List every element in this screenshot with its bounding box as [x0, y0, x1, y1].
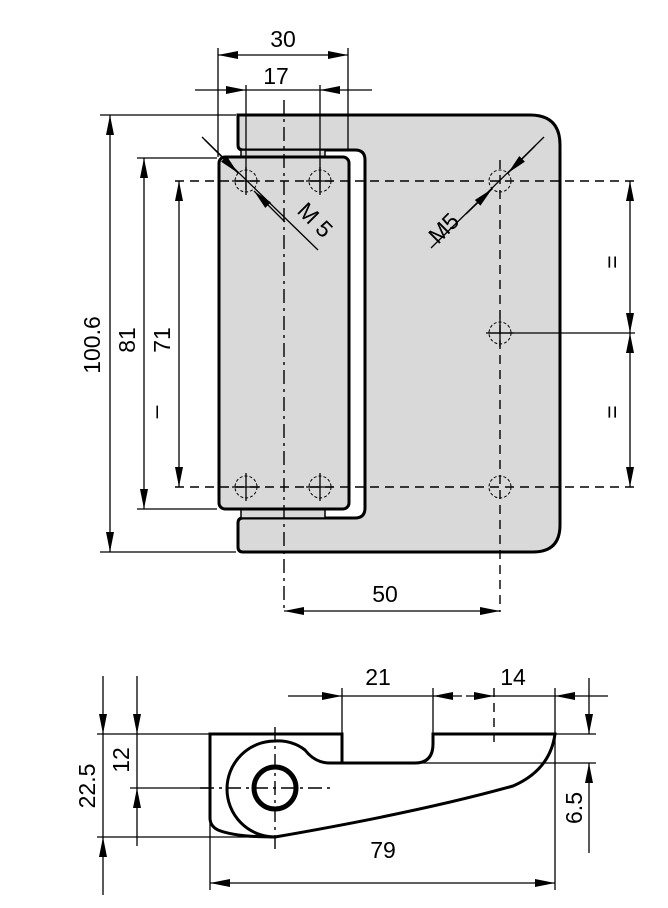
- dim-label-100-6: 100.6: [79, 316, 105, 374]
- dim-label-6-5: 6.5: [561, 792, 587, 824]
- dim-label-81: 81: [114, 327, 140, 353]
- hinge-base-plate: [236, 113, 562, 554]
- hole: [488, 475, 512, 499]
- dim-label-79: 79: [370, 837, 396, 863]
- equal-mark-bottom: =: [599, 405, 625, 418]
- hinge-profile: [208, 732, 557, 839]
- thread-arrow: [507, 145, 536, 174]
- thread-arrow: [253, 190, 286, 223]
- side-view: 22.5 12 21 14 6.5 79: [74, 664, 608, 895]
- side-mark: –: [142, 405, 168, 418]
- dim-label-17: 17: [263, 63, 289, 89]
- knuckle-outline: [225, 739, 342, 839]
- dim-label-30: 30: [270, 26, 296, 52]
- dim-label-71: 71: [149, 327, 175, 353]
- dim-label-12: 12: [108, 747, 134, 773]
- top-view: 30 17 100.6 81 – 71 = = 50 M 5: [79, 26, 635, 615]
- hole: [488, 169, 512, 193]
- dim-label-22-5: 22.5: [74, 764, 100, 809]
- thread-arrow: [204, 139, 239, 174]
- dim-label-14: 14: [500, 664, 526, 690]
- dim-label-21: 21: [365, 664, 391, 690]
- dim-label-50: 50: [372, 581, 398, 607]
- equal-mark-top: =: [599, 255, 625, 268]
- thread-arrow: [465, 188, 493, 215]
